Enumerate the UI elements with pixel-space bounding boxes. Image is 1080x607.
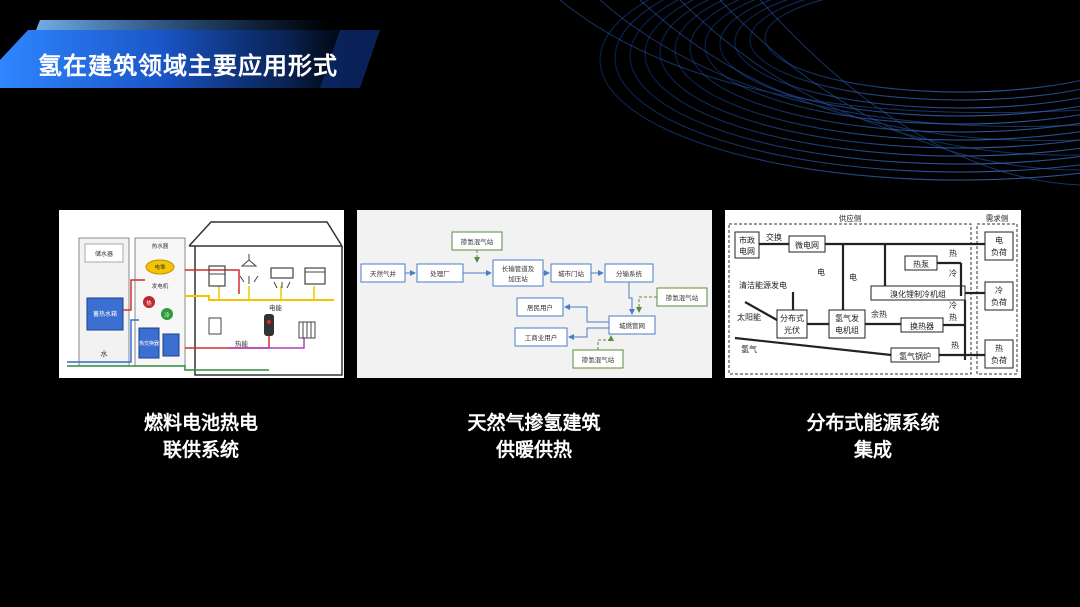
- solar-label: 太阳能: [737, 312, 761, 322]
- hydrogen-label: 氢气: [741, 344, 757, 354]
- caption-fuel-cell-chp: 燃料电池热电 联供系统: [51, 410, 351, 464]
- heat-storage-label: 蓄热水箱: [93, 310, 117, 318]
- caption-line-1: 分布式能源系统: [806, 412, 940, 434]
- caption-line-2: 集成: [853, 439, 892, 461]
- storage-label: 储水器: [95, 250, 113, 258]
- slide-title: 氢在建筑领域主要应用形式: [38, 52, 338, 80]
- cold-load-label-1: 冷: [995, 285, 1003, 295]
- thermal-label: 热能: [235, 339, 249, 348]
- node-h2-station-top: 掺氢混气站: [461, 237, 494, 246]
- fuel-cell-chp-diagram: 储水器 蓄热水箱 水 热水器 电堆 发电机 热 冷 热交换器 电能 热能: [59, 210, 344, 378]
- caption-line-2: 供暖供热: [495, 439, 572, 461]
- demand-side-label: 需求侧: [986, 213, 1009, 223]
- heat-label-c: 热: [951, 340, 959, 350]
- electric-label: 电能: [269, 303, 283, 312]
- node-plant: 处理厂: [430, 269, 450, 278]
- node-pipeline-2: 加压站: [508, 274, 528, 283]
- elec-label-a: 电: [817, 267, 825, 277]
- elec-load-label-2: 负荷: [991, 247, 1007, 257]
- municipal-label-2: 电网: [739, 246, 755, 256]
- waste-heat-label: 余热: [871, 309, 887, 319]
- elec-load-label-1: 电: [995, 235, 1003, 245]
- heat-load-label-1: 热: [995, 343, 1003, 353]
- node-pipeline-1: 长输管道及: [502, 264, 535, 273]
- heat-pump-label: 热泵: [913, 259, 929, 269]
- municipal-label-1: 市政: [739, 235, 755, 245]
- heat-exchanger-label: 热交换器: [139, 340, 159, 347]
- exchange-label: 交换: [766, 232, 782, 242]
- caption-line-2: 联供系统: [162, 439, 239, 461]
- node-distribution: 分输系统: [616, 269, 643, 278]
- microgrid-label: 微电网: [795, 240, 819, 250]
- cool-badge: 冷: [164, 311, 170, 319]
- caption-line-1: 燃料电池热电: [143, 412, 258, 434]
- generator-label: 发电机: [152, 282, 169, 290]
- heat-badge: 热: [146, 299, 152, 307]
- h2-gen-label-2: 电机组: [835, 325, 859, 335]
- title-banner: [0, 20, 380, 88]
- heat-label-b: 热: [949, 312, 957, 322]
- heat-exchanger-label: 换热器: [910, 321, 934, 331]
- node-residential: 居民用户: [527, 303, 553, 312]
- node-industrial: 工商业用户: [525, 333, 558, 342]
- elec-label-b: 电: [849, 272, 857, 282]
- cold-label-b: 冷: [949, 300, 957, 310]
- water-label: 水: [101, 349, 108, 358]
- caption-gas-blending: 天然气掺氢建筑 供暖供热: [384, 410, 684, 464]
- node-gas-well: 天然气井: [370, 269, 397, 278]
- h2-boiler-label: 氢气锅炉: [899, 351, 931, 361]
- caption-line-1: 天然气掺氢建筑: [467, 412, 601, 434]
- fuel-cell-label: 电堆: [154, 263, 166, 271]
- node-h2-station-bottom: 掺氢混气站: [582, 355, 615, 364]
- clean-power-label: 清洁能源发电: [739, 280, 787, 290]
- heater-label: 热水器: [152, 242, 169, 250]
- absorption-chiller-label: 溴化锂制冷机组: [890, 289, 946, 299]
- node-h2-station-right: 掺氢混气站: [666, 293, 699, 302]
- heat-load-label-2: 负荷: [991, 355, 1007, 365]
- distributed-energy-diagram: 供应侧 需求侧: [725, 210, 1021, 378]
- cold-load-label-2: 负荷: [991, 297, 1007, 307]
- supply-side-label: 供应侧: [839, 213, 862, 223]
- pv-label-1: 分布式: [780, 313, 804, 323]
- gas-blending-flowchart: 掺氢混气站 天然气井 处理厂 长输管道及 加压站 城市门站 分输系统 掺氢混气站…: [357, 210, 712, 378]
- caption-distributed-energy: 分布式能源系统 集成: [723, 410, 1023, 464]
- node-city-gate: 城市门站: [558, 269, 585, 278]
- h2-gen-label-1: 氢气发: [835, 313, 859, 323]
- cold-label-a: 冷: [949, 268, 957, 278]
- node-city-network: 城燃管网: [619, 321, 645, 330]
- heat-label-a: 热: [949, 248, 957, 258]
- pv-label-2: 光伏: [784, 325, 800, 335]
